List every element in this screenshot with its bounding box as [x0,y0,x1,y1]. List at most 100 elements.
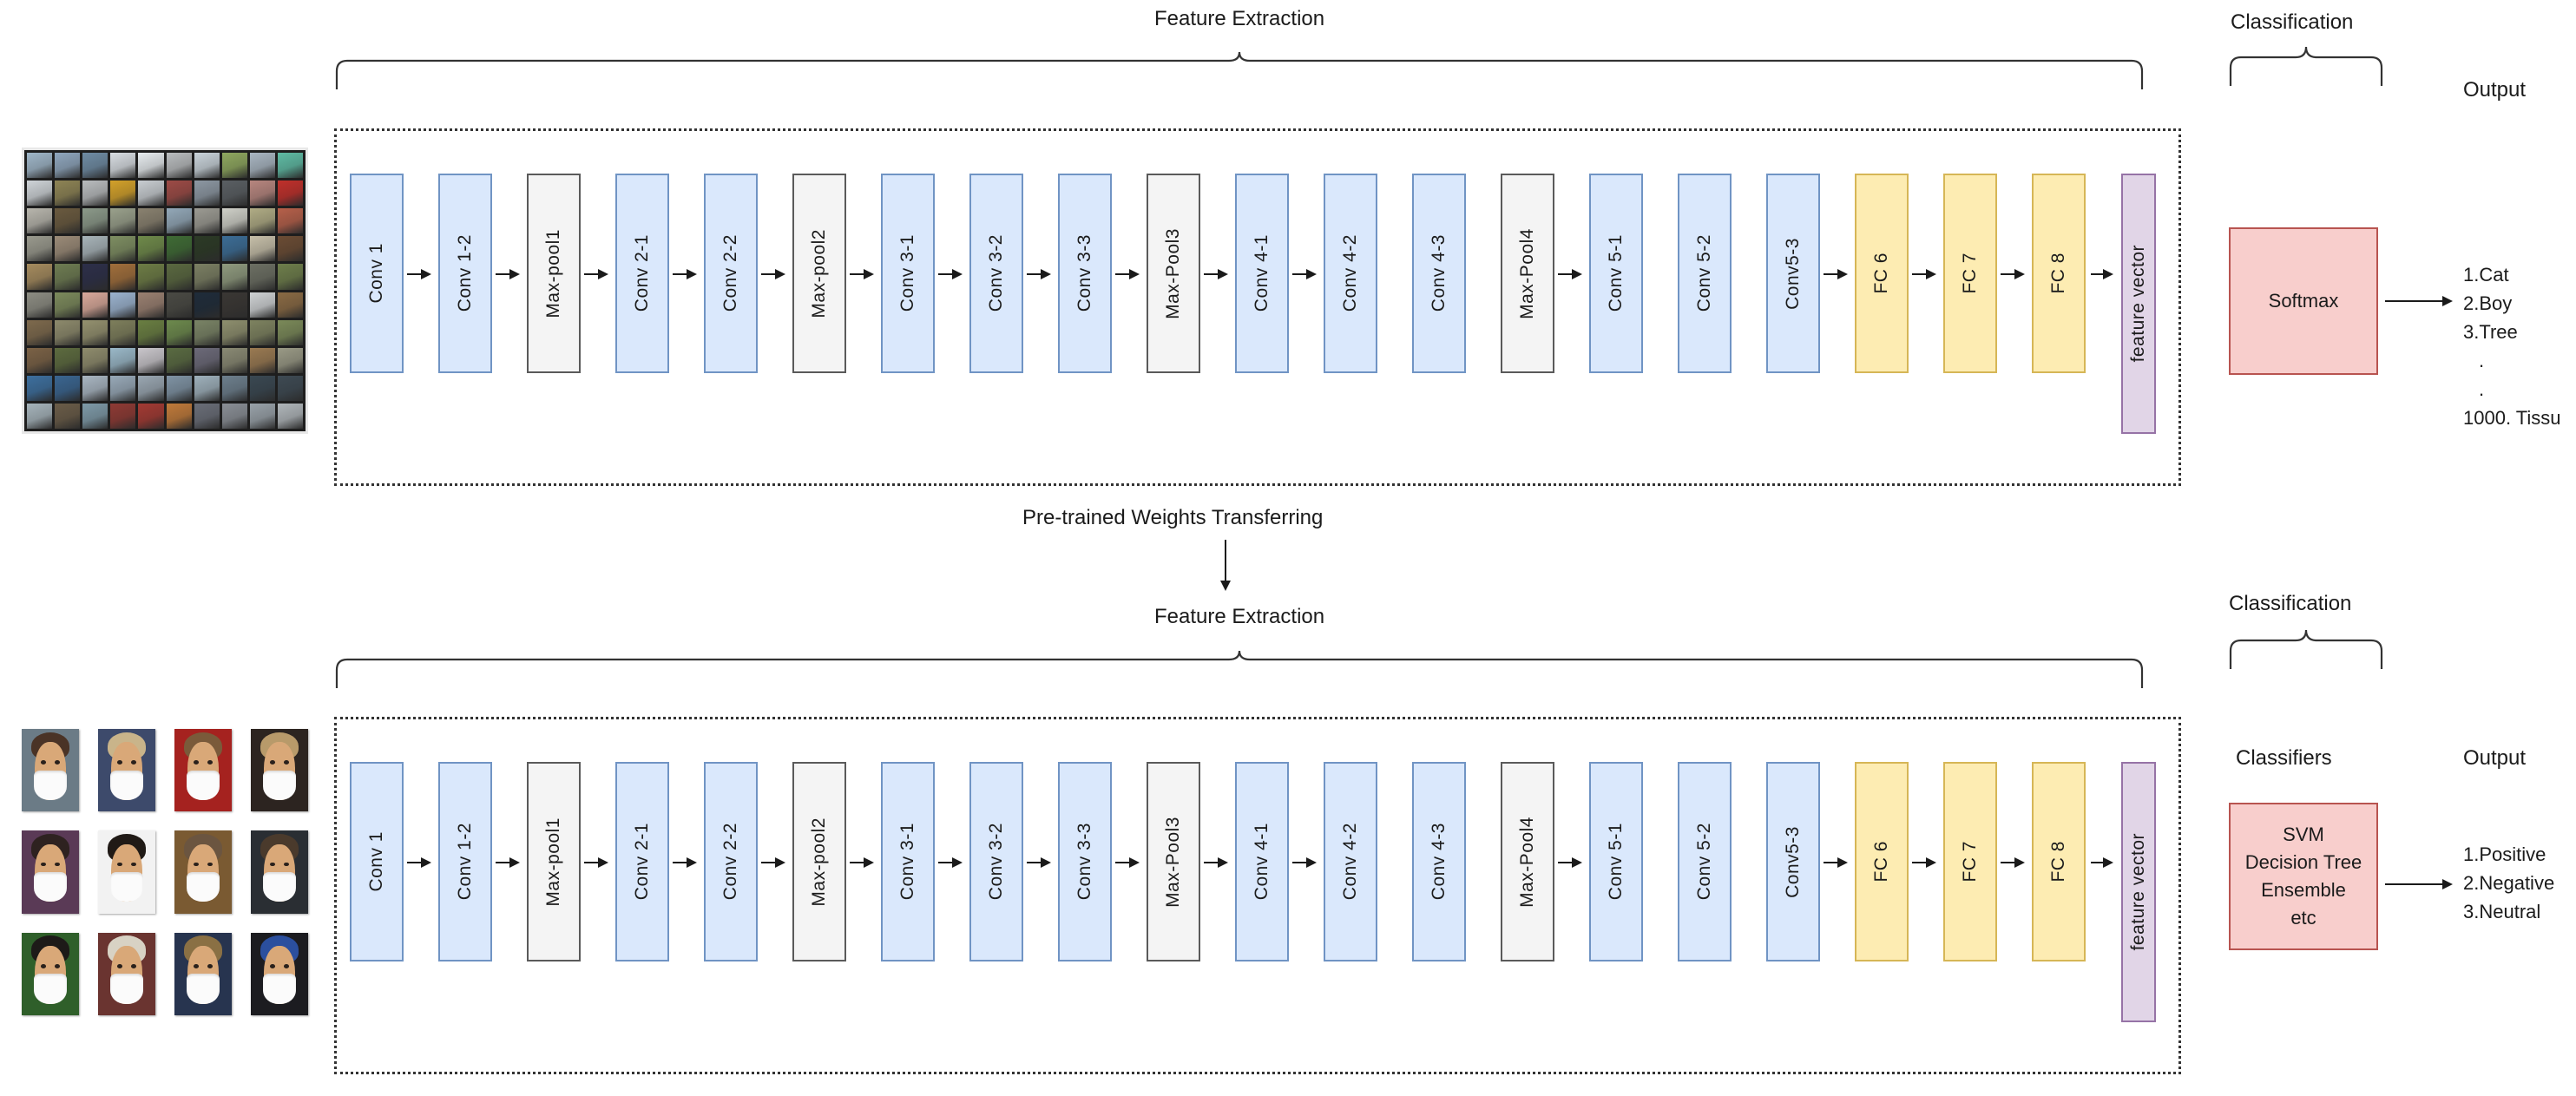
bottom-connector-arrow [407,857,431,868]
top-connector-arrow [584,269,608,279]
bottom-layer-conv-4-1[interactable]: Conv 4-1 [1235,762,1289,961]
top-layer-fc-7[interactable]: FC 7 [1943,174,1997,373]
top-layer-conv-4-3[interactable]: Conv 4-3 [1412,174,1466,373]
thumbnail [249,347,275,373]
thumbnail [194,292,220,318]
bottom-layer-max-pool1[interactable]: Max-pool1 [527,762,581,961]
thumbnail [55,403,81,429]
thumbnail [27,319,53,345]
bottom-layer-conv-4-3[interactable]: Conv 4-3 [1412,762,1466,961]
thumbnail [110,153,136,179]
top-layer-max-pool2[interactable]: Max-pool2 [792,174,846,373]
top-layer-conv-3-2[interactable]: Conv 3-2 [969,174,1023,373]
bottom-layer-fc-8[interactable]: FC 8 [2032,762,2086,961]
top-classifier-softmax-label: Softmax [2268,290,2339,312]
thumbnail [55,236,81,262]
bottom-connector-arrow [938,857,963,868]
thumbnail [194,180,220,207]
top-layer-conv-3-3[interactable]: Conv 3-3 [1058,174,1112,373]
bottom-layer-label: Conv 4-1 [1252,823,1272,901]
thumbnail [221,403,247,429]
masked-face-thumbnail [98,830,155,914]
bottom-layer-conv-2-1[interactable]: Conv 2-1 [615,762,669,961]
bottom-layer-conv-3-1[interactable]: Conv 3-1 [881,762,935,961]
top-classifier-softmax-box[interactable]: Softmax [2229,227,2378,375]
top-connector-arrow [1027,269,1051,279]
bottom-feature-vector[interactable]: feature vector [2121,762,2156,1022]
bottom-classifier-line: SVM [2283,824,2324,846]
top-layer-max-pool4[interactable]: Max-Pool4 [1501,174,1554,373]
bottom-layer-label: Conv 2-2 [720,823,740,901]
bottom-output-item: 3.Neutral [2463,901,2541,922]
bottom-layer-max-pool4[interactable]: Max-Pool4 [1501,762,1554,961]
top-layer-conv-2-2[interactable]: Conv 2-2 [704,174,758,373]
top-output-item: 1.Cat [2463,264,2509,285]
bottom-output-item: 1.Positive [2463,843,2546,865]
bottom-output-label: Output [2463,746,2527,770]
top-layer-conv-4-2[interactable]: Conv 4-2 [1324,174,1377,373]
bottom-layer-conv-1-2[interactable]: Conv 1-2 [438,762,492,961]
bottom-connector-arrow [1558,857,1582,868]
top-feature-extraction-label: Feature Extraction [1154,7,1325,30]
thumbnail [221,153,247,179]
top-layer-conv-5-2[interactable]: Conv 5-2 [1678,174,1732,373]
bottom-classifiers-label: Classifiers [2236,746,2332,770]
thumbnail [82,208,108,234]
transfer-arrow [1220,540,1231,591]
bottom-layer-conv-5-2[interactable]: Conv 5-2 [1678,762,1732,961]
bottom-layer-fc-6[interactable]: FC 6 [1855,762,1909,961]
bottom-layer-conv-2-2[interactable]: Conv 2-2 [704,762,758,961]
thumbnail [110,375,136,401]
thumbnail [55,319,81,345]
thumbnail [166,319,192,345]
thumbnail [166,153,192,179]
thumbnail [27,153,53,179]
thumbnail [82,403,108,429]
thumbnail [249,319,275,345]
thumbnail [194,264,220,290]
bottom-layer-conv-5-1[interactable]: Conv 5-1 [1589,762,1643,961]
bottom-layer-max-pool2[interactable]: Max-pool2 [792,762,846,961]
top-layer-conv-1-2[interactable]: Conv 1-2 [438,174,492,373]
thumbnail [82,153,108,179]
top-connector-arrow [496,269,520,279]
top-layer-fc-8[interactable]: FC 8 [2032,174,2086,373]
top-layer-conv-1[interactable]: Conv 1 [350,174,404,373]
top-feature-vector[interactable]: feature vector [2121,174,2156,434]
top-output-item: 3.Tree [2463,321,2518,343]
thumbnail [55,180,81,207]
thumbnail [110,264,136,290]
thumbnail [110,180,136,207]
bottom-layer-fc-7[interactable]: FC 7 [1943,762,1997,961]
top-layer-fc-6[interactable]: FC 6 [1855,174,1909,373]
bottom-layer-label: FC 6 [1871,841,1891,883]
top-layer-max-pool1[interactable]: Max-pool1 [527,174,581,373]
bottom-layer-conv-3-3[interactable]: Conv 3-3 [1058,762,1112,961]
thumbnail [221,347,247,373]
bottom-layer-conv-4-2[interactable]: Conv 4-2 [1324,762,1377,961]
thumbnail [55,208,81,234]
bottom-layer-conv-3-2[interactable]: Conv 3-2 [969,762,1023,961]
top-layer-max-pool3[interactable]: Max-Pool3 [1147,174,1200,373]
bottom-layer-conv5-3[interactable]: Conv5-3 [1766,762,1820,961]
top-layer-conv5-3[interactable]: Conv5-3 [1766,174,1820,373]
bottom-layer-conv-1[interactable]: Conv 1 [350,762,404,961]
thumbnail [166,375,192,401]
thumbnail [277,153,303,179]
top-layer-conv-3-1[interactable]: Conv 3-1 [881,174,935,373]
top-output-item: . [2478,378,2485,400]
top-layer-conv-4-1[interactable]: Conv 4-1 [1235,174,1289,373]
thumbnail [55,347,81,373]
thumbnail [110,208,136,234]
bottom-layer-max-pool3[interactable]: Max-Pool3 [1147,762,1200,961]
thumbnail [166,347,192,373]
thumbnail [138,180,164,207]
top-layer-conv-2-1[interactable]: Conv 2-1 [615,174,669,373]
bottom-layer-label: Conv 3-2 [986,823,1006,901]
thumbnail [82,347,108,373]
top-layer-conv-5-1[interactable]: Conv 5-1 [1589,174,1643,373]
masked-face-thumbnail [174,729,232,812]
thumbnail [221,375,247,401]
